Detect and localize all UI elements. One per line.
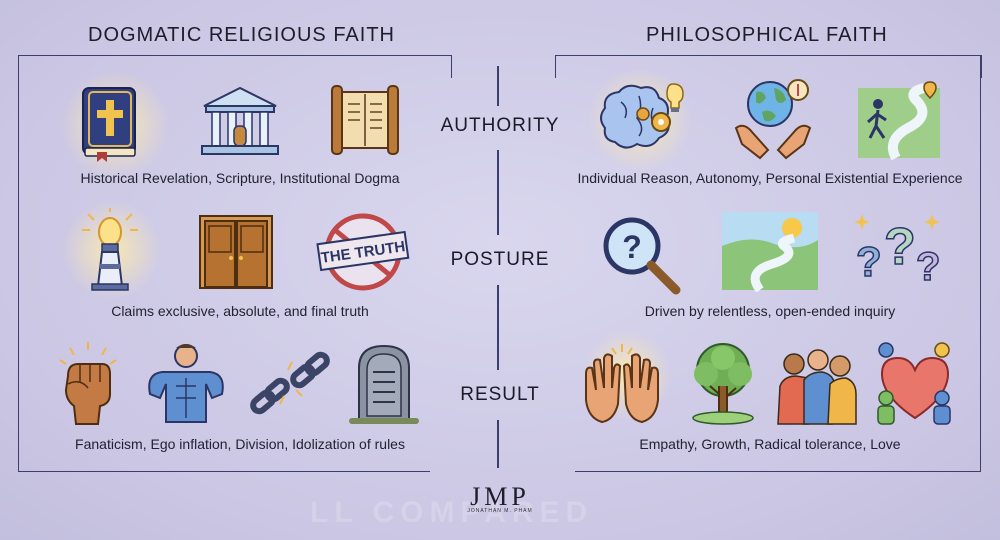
right-authority-caption: Individual Reason, Autonomy, Personal Ex… [577,170,963,186]
left-posture-caption: Claims exclusive, absolute, and final tr… [111,303,369,319]
bible-icon [82,87,136,162]
jmp-logo: JMP JONATHAN M. PHAM [440,482,560,514]
lighthouse-icon [82,208,138,291]
left-bracket-side [18,55,19,472]
open-hands-icon [585,344,659,424]
left-authority-caption: Historical Revelation, Scripture, Instit… [80,170,400,186]
svg-text:?: ? [856,238,882,285]
broken-chain-icon [250,351,330,415]
logo-mark: JMP [470,482,530,511]
left-bracket-bottom [18,471,430,473]
center-divider-4 [497,420,499,468]
left-bracket-top [18,55,452,78]
scroll-icon [331,85,399,155]
hands-globe-icon [734,79,812,160]
row-label-result: RESULT [460,384,540,405]
question-marks-icon: ? ? ? [854,214,941,290]
right-posture-caption: Driven by relentless, open-ended inquiry [644,303,896,319]
raised-fist-icon [59,342,117,425]
right-column-title: PHILOSOPHICAL FAITH [646,24,888,46]
magnifier-question-icon: ? [603,217,681,295]
right-bracket-side [980,55,981,472]
svg-text:?: ? [916,245,940,289]
logo-subtitle: JONATHAN M. PHAM [467,508,533,514]
left-column-title: DOGMATIC RELIGIOUS FAITH [88,24,395,46]
hugging-people-icon [777,349,857,425]
svg-text:?: ? [622,229,642,265]
right-bracket-bottom [575,471,981,473]
tombstone-icon [349,344,419,424]
svg-text:?: ? [884,218,916,276]
right-result-caption: Empathy, Growth, Radical tolerance, Love [639,436,901,452]
tree-icon [692,343,754,425]
the-truth-stamp-icon: THE TRUTH [316,213,410,291]
center-divider-2 [497,150,499,235]
faint-watermark: LL COMPARED [310,496,594,529]
center-divider-3 [497,285,499,370]
winding-river-sunrise-icon [722,212,818,292]
right-bracket-top [555,55,982,78]
row-label-posture: POSTURE [450,249,550,270]
closed-door-icon [199,215,273,289]
row-label-authority: AUTHORITY [440,115,560,136]
institution-building-icon [201,86,279,155]
brain-gears-icon [600,83,684,149]
heart-people-icon [877,342,951,425]
center-divider-1 [497,66,499,106]
left-result-caption: Fanaticism, Ego inflation, Division, Ido… [75,436,405,452]
flexing-man-icon [148,344,224,423]
walking-path-icon [858,81,940,160]
